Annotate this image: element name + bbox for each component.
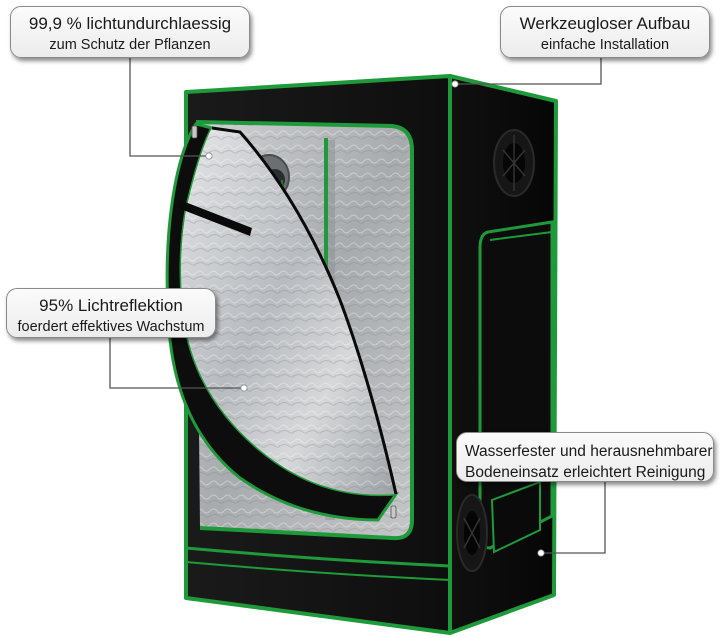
circular-vent-icon (456, 494, 488, 572)
circular-vent-icon (493, 129, 535, 197)
callout-title: Wasserfester und herausnehmbarer (465, 443, 713, 460)
zipper-pull-icon (390, 505, 397, 519)
callout-title: 99,9 % lichtundurchlaessig (28, 14, 232, 33)
callout-title: 95% Lichtreflektion (39, 296, 183, 315)
callout-subtitle: zum Schutz der Pflanzen (49, 37, 211, 53)
callout-removable-floor: Wasserfester und herausnehmbarer Bodenei… (456, 432, 714, 482)
callout-anchor-dots (205, 80, 545, 557)
callout-subtitle: einfache Installation (540, 37, 670, 53)
callout-light-reflection: 95% Lichtreflektion foerdert effektives … (6, 288, 216, 338)
callout-leader-lines (109, 58, 606, 554)
open-door-flap (165, 122, 400, 522)
callout-toolless-assembly: Werkzeugloser Aufbau einfache Installati… (500, 6, 710, 58)
callout-light-proof: 99,9 % lichtundurchlaessig zum Schutz de… (10, 6, 250, 58)
callout-subtitle: foerdert effektives Wachstum (17, 319, 205, 335)
callout-subtitle: Bodeneinsatz erleichtert Reinigung (465, 464, 706, 481)
zipper-pull-icon (191, 125, 198, 139)
callout-title: Werkzeugloser Aufbau (519, 14, 691, 33)
